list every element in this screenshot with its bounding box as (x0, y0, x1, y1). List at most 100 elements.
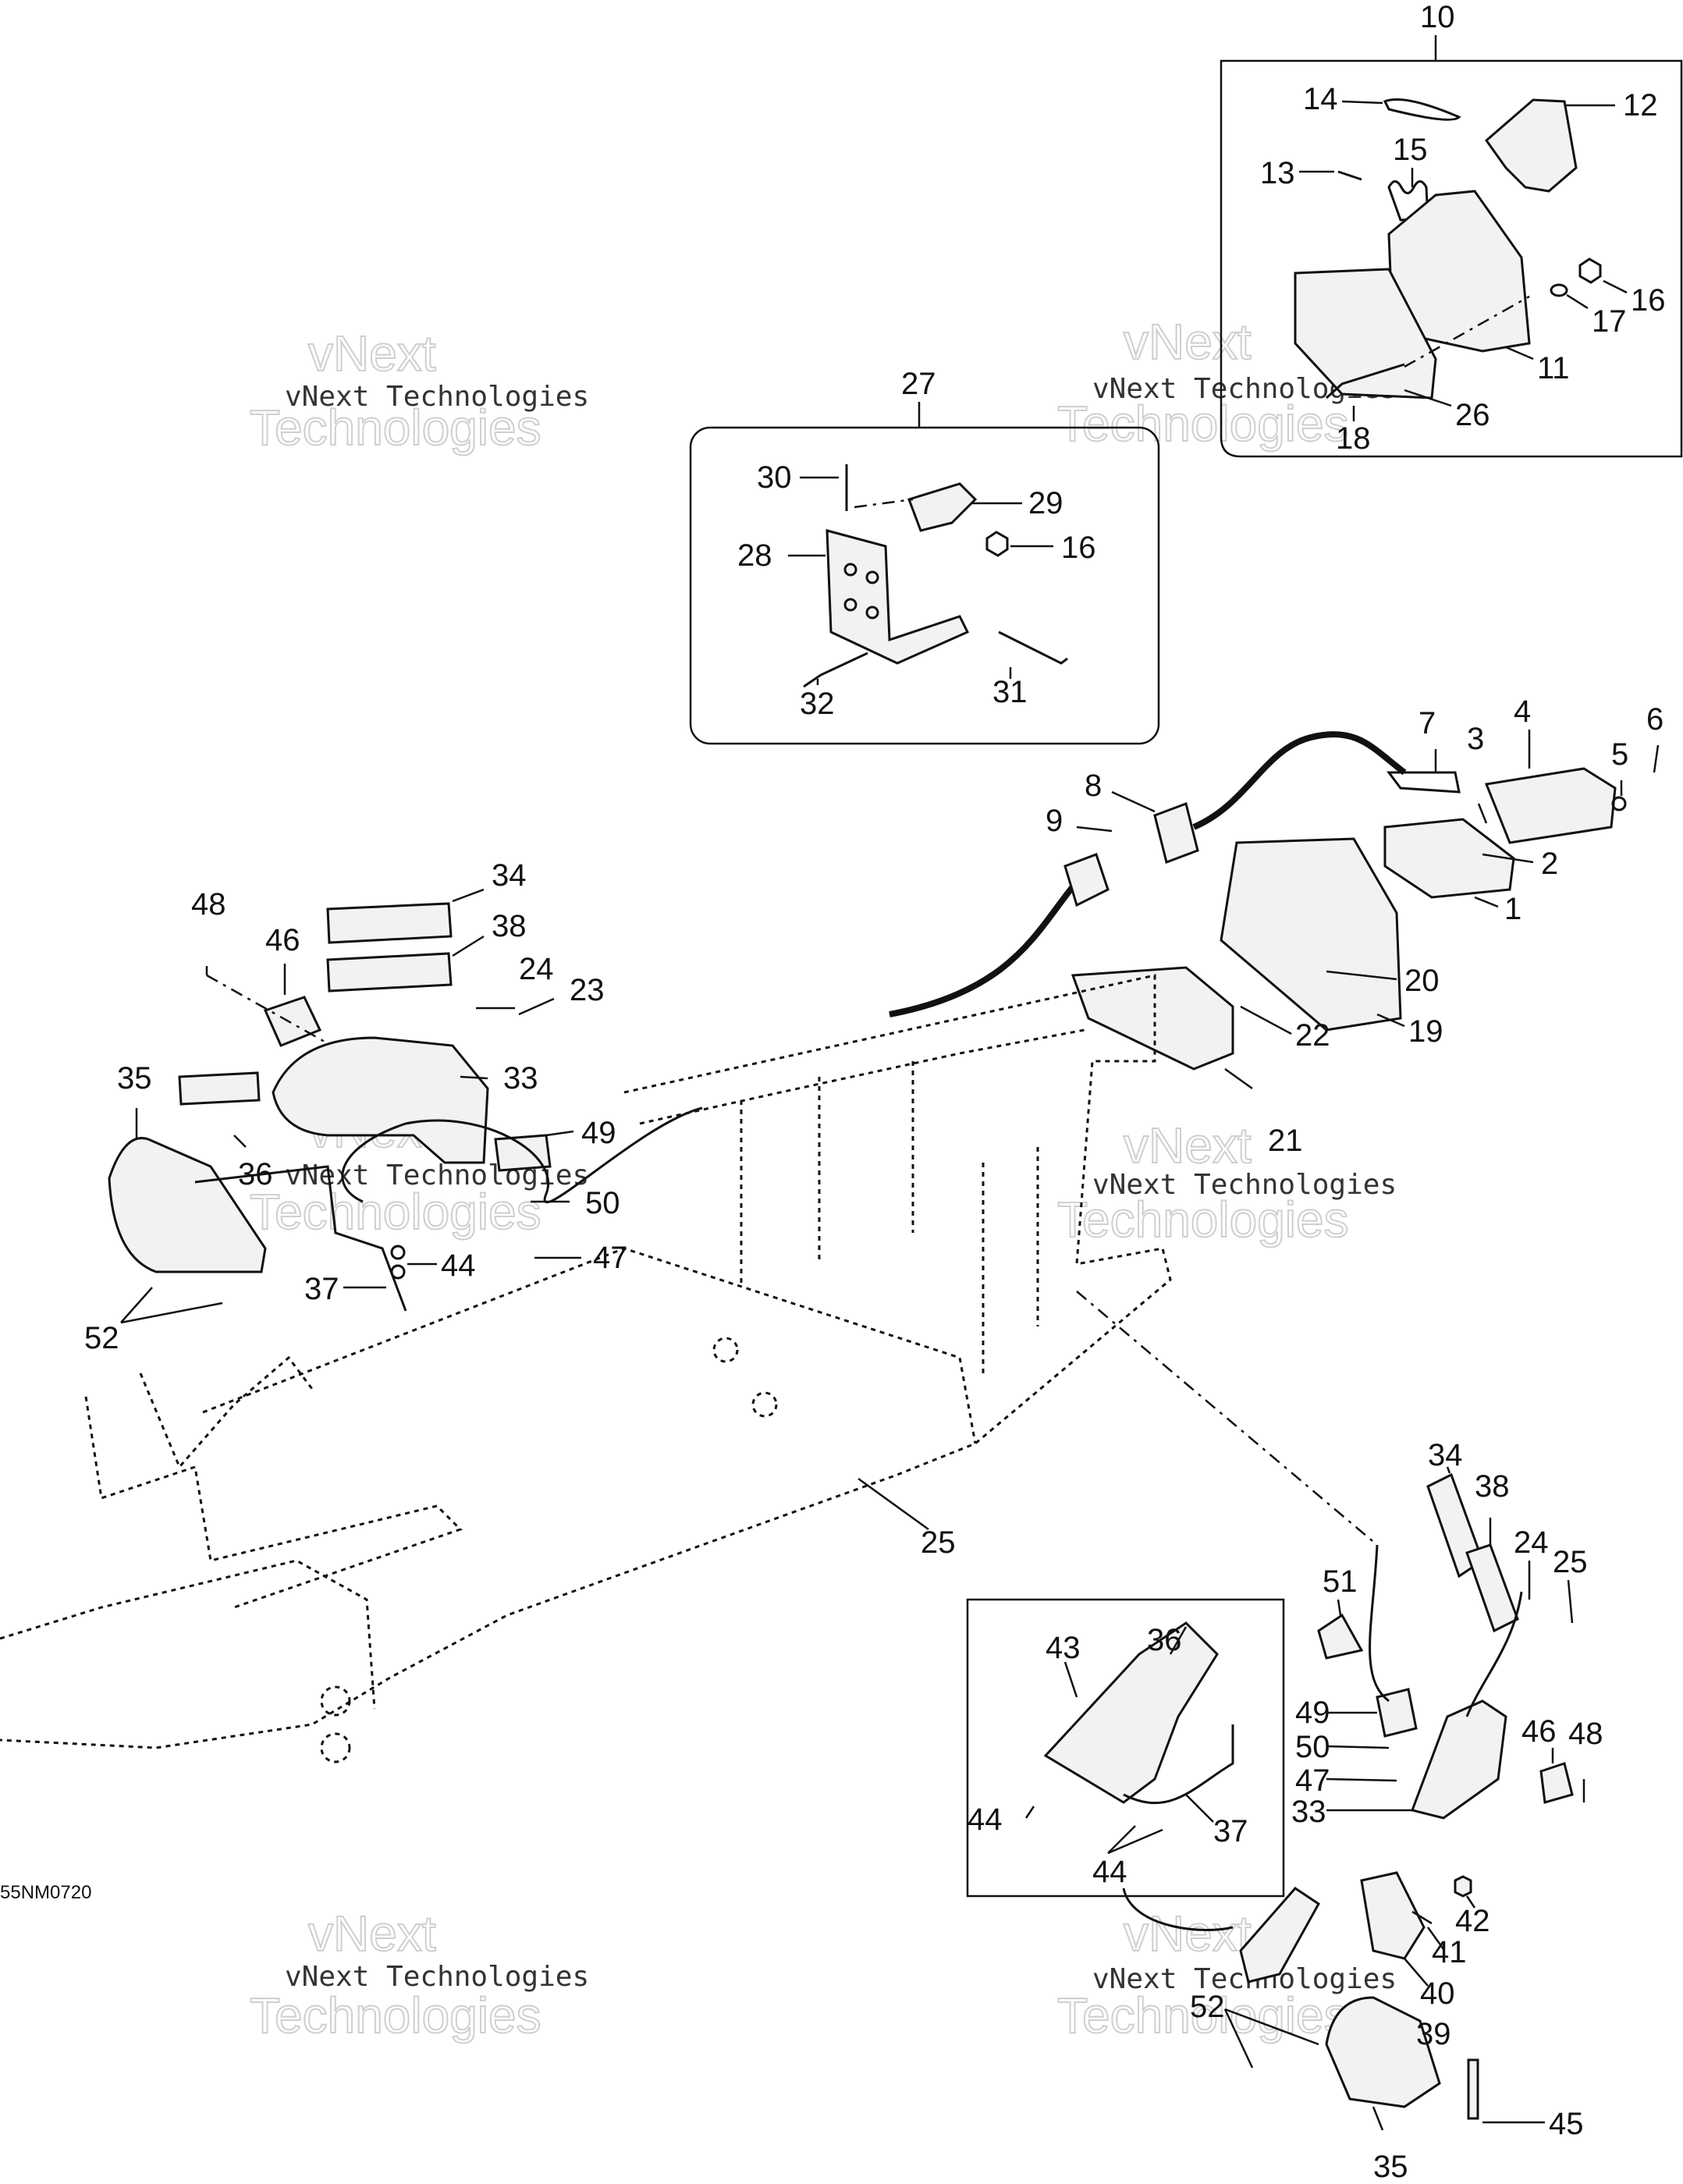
callout-34a: 34 (492, 858, 527, 893)
frame-hole (320, 1685, 351, 1717)
tunnel-deck (202, 1247, 977, 1444)
callout-50b: 50 (1295, 1730, 1330, 1764)
handle-33 (272, 1036, 489, 1164)
leader-41 (1426, 1927, 1445, 1950)
callout-13: 13 (1260, 156, 1295, 190)
callout-38a: 38 (492, 909, 527, 943)
drawing-code: 55NM0720 (0, 1882, 91, 1903)
clevis (907, 482, 978, 532)
tunnel-side (84, 1396, 463, 1609)
throttle-assembled (1239, 1887, 1320, 1983)
leader-3 (1477, 803, 1488, 824)
leader-16a (1603, 279, 1628, 294)
leader-9 (1076, 826, 1113, 833)
leader-44c (1107, 1825, 1136, 1854)
reflector (1071, 966, 1234, 1071)
callout-28: 28 (737, 538, 772, 573)
leader-21 (1224, 1067, 1253, 1090)
callout-9: 9 (1046, 804, 1063, 838)
leader-50b (1326, 1745, 1390, 1749)
callout-46b: 46 (1521, 1714, 1557, 1749)
watermark-outline-upper: vNext (1124, 1117, 1252, 1174)
callout-5: 5 (1611, 737, 1628, 772)
watermark-outline-lower: Technologies (250, 1987, 541, 2044)
callout-16a: 16 (1631, 283, 1666, 318)
callout-15: 15 (1393, 133, 1428, 167)
leader-52a (120, 1287, 153, 1323)
callout-35b: 35 (1373, 2150, 1408, 2184)
leader-36b (1169, 1626, 1188, 1655)
callout-2: 2 (1541, 847, 1558, 881)
leader-51 (1337, 1599, 1342, 1616)
leader-37b (1185, 1794, 1214, 1823)
harness-wire (1192, 731, 1407, 830)
leader-2 (1482, 853, 1534, 864)
leader-25a (857, 1477, 929, 1531)
taillight-lens (1484, 767, 1617, 844)
leader-52b (120, 1302, 223, 1324)
callout-44c: 44 (1092, 1855, 1127, 1889)
callout-44b: 44 (968, 1802, 1003, 1837)
callout-27: 27 (901, 367, 936, 401)
callout-1: 1 (1504, 892, 1521, 926)
leader-34a (452, 888, 485, 903)
callout-34b: 34 (1428, 1438, 1463, 1472)
leader-43 (1063, 1661, 1078, 1698)
grip-insert-34 (326, 902, 453, 944)
callout-43: 43 (1046, 1631, 1081, 1665)
leader-36a (233, 1135, 247, 1148)
callout-49b: 49 (1295, 1696, 1330, 1730)
nut-44b (390, 1264, 406, 1280)
callout-11: 11 (1537, 351, 1570, 385)
heater-element-45 (1467, 2058, 1479, 2120)
watermark-bottom-left: vNext Technologies vNext Technologies (249, 1905, 589, 2044)
leader-52c (1224, 2008, 1319, 2046)
watermark-text: vNext Technologies (285, 381, 589, 413)
taillight-group (889, 730, 1660, 1090)
cable-loops (1369, 1544, 1523, 1717)
spring (1387, 180, 1429, 222)
harness-wire-lower (889, 879, 1080, 1017)
bulb-socket (1387, 771, 1461, 794)
throttle-lever-37 (194, 1165, 407, 1312)
watermark-outline-upper: vNext (308, 1905, 436, 1962)
tunnel-hole (751, 1391, 778, 1418)
callout-25b: 25 (1553, 1545, 1588, 1579)
leader-42 (1465, 1895, 1476, 1909)
right-handle-group (966, 1466, 1585, 2131)
bolt-32 (803, 652, 868, 688)
watermark-mid-right: vNext Technologies vNext Technologies (1056, 1117, 1397, 1248)
frame-brace (139, 1355, 314, 1469)
watermark-outline-lower: Technologies (1057, 1987, 1349, 2044)
cap-51 (1317, 1613, 1364, 1660)
watermark-outline-lower: Technologies (1057, 1191, 1349, 1248)
callout-16b: 16 (1061, 531, 1096, 565)
callout-17: 17 (1592, 304, 1627, 339)
callout-48a: 48 (191, 887, 226, 922)
leader-23 (518, 997, 555, 1016)
hitch-cover (1484, 98, 1578, 193)
callout-25a: 25 (921, 1525, 956, 1560)
callout-6: 6 (1646, 702, 1663, 737)
leader-49a (545, 1130, 574, 1137)
leader-20 (1326, 970, 1397, 981)
chassis-frame (0, 974, 1378, 1763)
housing-40 (1360, 1871, 1426, 1960)
leader-44b (1024, 1806, 1035, 1819)
leader-14 (1341, 100, 1383, 105)
callout-12: 12 (1623, 88, 1658, 123)
callout-51: 51 (1323, 1564, 1358, 1599)
hand-guard-35 (108, 1137, 267, 1273)
wire-connector-2 (1063, 853, 1110, 907)
callout-3: 3 (1467, 722, 1484, 756)
bracket-assembly-frame (689, 426, 1160, 745)
callout-36a: 36 (238, 1157, 273, 1191)
callout-49a: 49 (581, 1116, 616, 1150)
bracket-hole (843, 598, 857, 612)
leader-38a (452, 935, 485, 957)
callout-42: 42 (1455, 1904, 1490, 1938)
tunnel-hole (712, 1337, 739, 1363)
assembly-axis (206, 974, 332, 1047)
leader-33a (460, 1075, 488, 1080)
callout-14: 14 (1303, 82, 1338, 116)
